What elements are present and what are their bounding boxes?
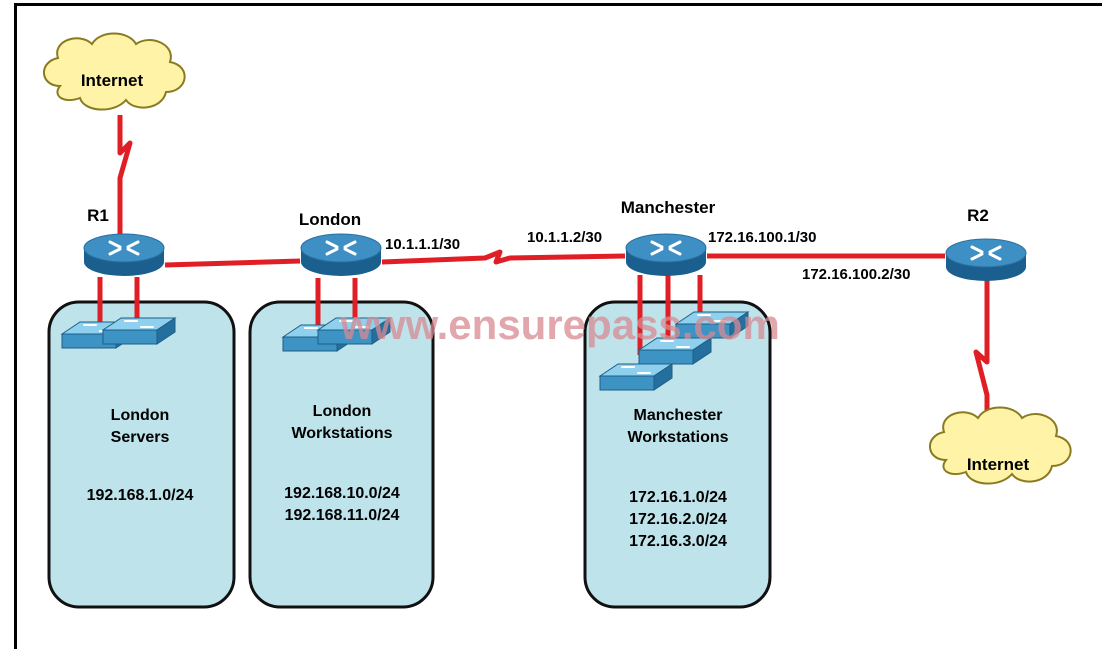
link-london-manchester (381, 249, 626, 265)
zone-london-workstations (248, 300, 435, 609)
zone-london-ws-net-1: 192.168.11.0/24 (285, 507, 400, 524)
node-label-r2: R2 (967, 206, 989, 225)
ip-manchester-left: 10.1.1.2/30 (527, 229, 602, 246)
ip-manchester-right: 172.16.100.1/30 (708, 229, 816, 246)
router-r1-icon (82, 232, 166, 278)
zone-london-ws-name-1: London (313, 403, 372, 420)
watermark: www.ensurepass.com (339, 301, 780, 348)
zone-manchester-ws-net-0: 172.16.1.0/24 (629, 489, 727, 506)
zone-manchester-ws-name-2: Workstations (627, 429, 728, 446)
ip-london: 10.1.1.1/30 (385, 236, 460, 253)
cloud-internet-top (43, 32, 186, 111)
zone-london-servers-name-2: Servers (111, 429, 170, 446)
link-r1-internet (117, 115, 133, 238)
zone-manchester-ws-name-1: Manchester (634, 407, 723, 424)
cloud-bottom-label: Internet (967, 455, 1030, 474)
zone-london-ws-net-0: 192.168.10.0/24 (284, 485, 400, 502)
links (97, 115, 990, 425)
cloud-top-label: Internet (81, 71, 144, 90)
router-r2-icon (944, 237, 1028, 283)
router-london-icon (299, 232, 383, 278)
node-label-r1: R1 (87, 206, 109, 225)
diagram-frame (14, 3, 1102, 649)
zone-london-servers-net-0: 192.168.1.0/24 (87, 487, 194, 504)
zone-london-servers-name-1: London (111, 407, 170, 424)
zone-london-servers (47, 300, 236, 609)
cloud-internet-bottom (929, 406, 1072, 485)
ip-r2: 172.16.100.2/30 (802, 266, 910, 283)
link-r1-london (164, 258, 301, 268)
node-label-london: London (299, 210, 361, 229)
zone-london-ws-name-2: Workstations (291, 425, 392, 442)
router-manchester-icon (624, 232, 708, 278)
zone-manchester-ws-net-1: 172.16.2.0/24 (629, 511, 727, 528)
node-label-manchester: Manchester (621, 198, 716, 217)
link-r2-internet (973, 278, 990, 425)
zone-manchester-ws-net-2: 172.16.3.0/24 (629, 533, 727, 550)
